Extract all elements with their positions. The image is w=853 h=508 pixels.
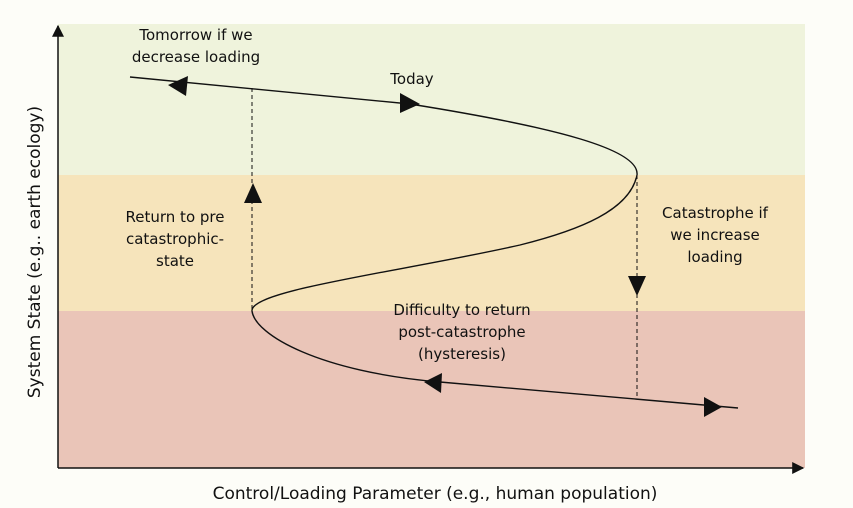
- difficulty-label-line2: post-catastrophe: [398, 323, 525, 341]
- arrow-left-icon: [424, 373, 442, 393]
- catastrophe-label-line3: loading: [687, 248, 742, 266]
- arrow-left-icon: [168, 76, 188, 96]
- x-axis-label: Control/Loading Parameter (e.g., human p…: [213, 484, 658, 504]
- arrow-up-icon: [244, 183, 262, 203]
- today-label: Today: [389, 70, 434, 88]
- band-transition: [58, 175, 805, 311]
- tomorrow-label-line2: decrease loading: [132, 48, 260, 66]
- arrow-right-icon: [400, 93, 420, 113]
- y-axis-label: System State (e.g.. earth ecology): [25, 106, 45, 398]
- band-stable: [58, 24, 805, 175]
- difficulty-label-line1: Difficulty to return: [393, 301, 530, 319]
- band-collapsed: [58, 311, 805, 468]
- return-label-line1: Return to pre: [126, 208, 225, 226]
- catastrophe-label-line2: we increase: [670, 226, 760, 244]
- return-label-line2: catastrophic-: [126, 230, 224, 248]
- arrow-right-icon: [704, 397, 722, 417]
- arrow-down-icon: [628, 276, 646, 296]
- tomorrow-label-line1: Tomorrow if we: [138, 26, 252, 44]
- s-curve: [129, 76, 739, 409]
- return-label-line3: state: [156, 252, 194, 270]
- catastrophe-label-line1: Catastrophe if: [662, 204, 769, 222]
- difficulty-label-line3: (hysteresis): [418, 345, 506, 363]
